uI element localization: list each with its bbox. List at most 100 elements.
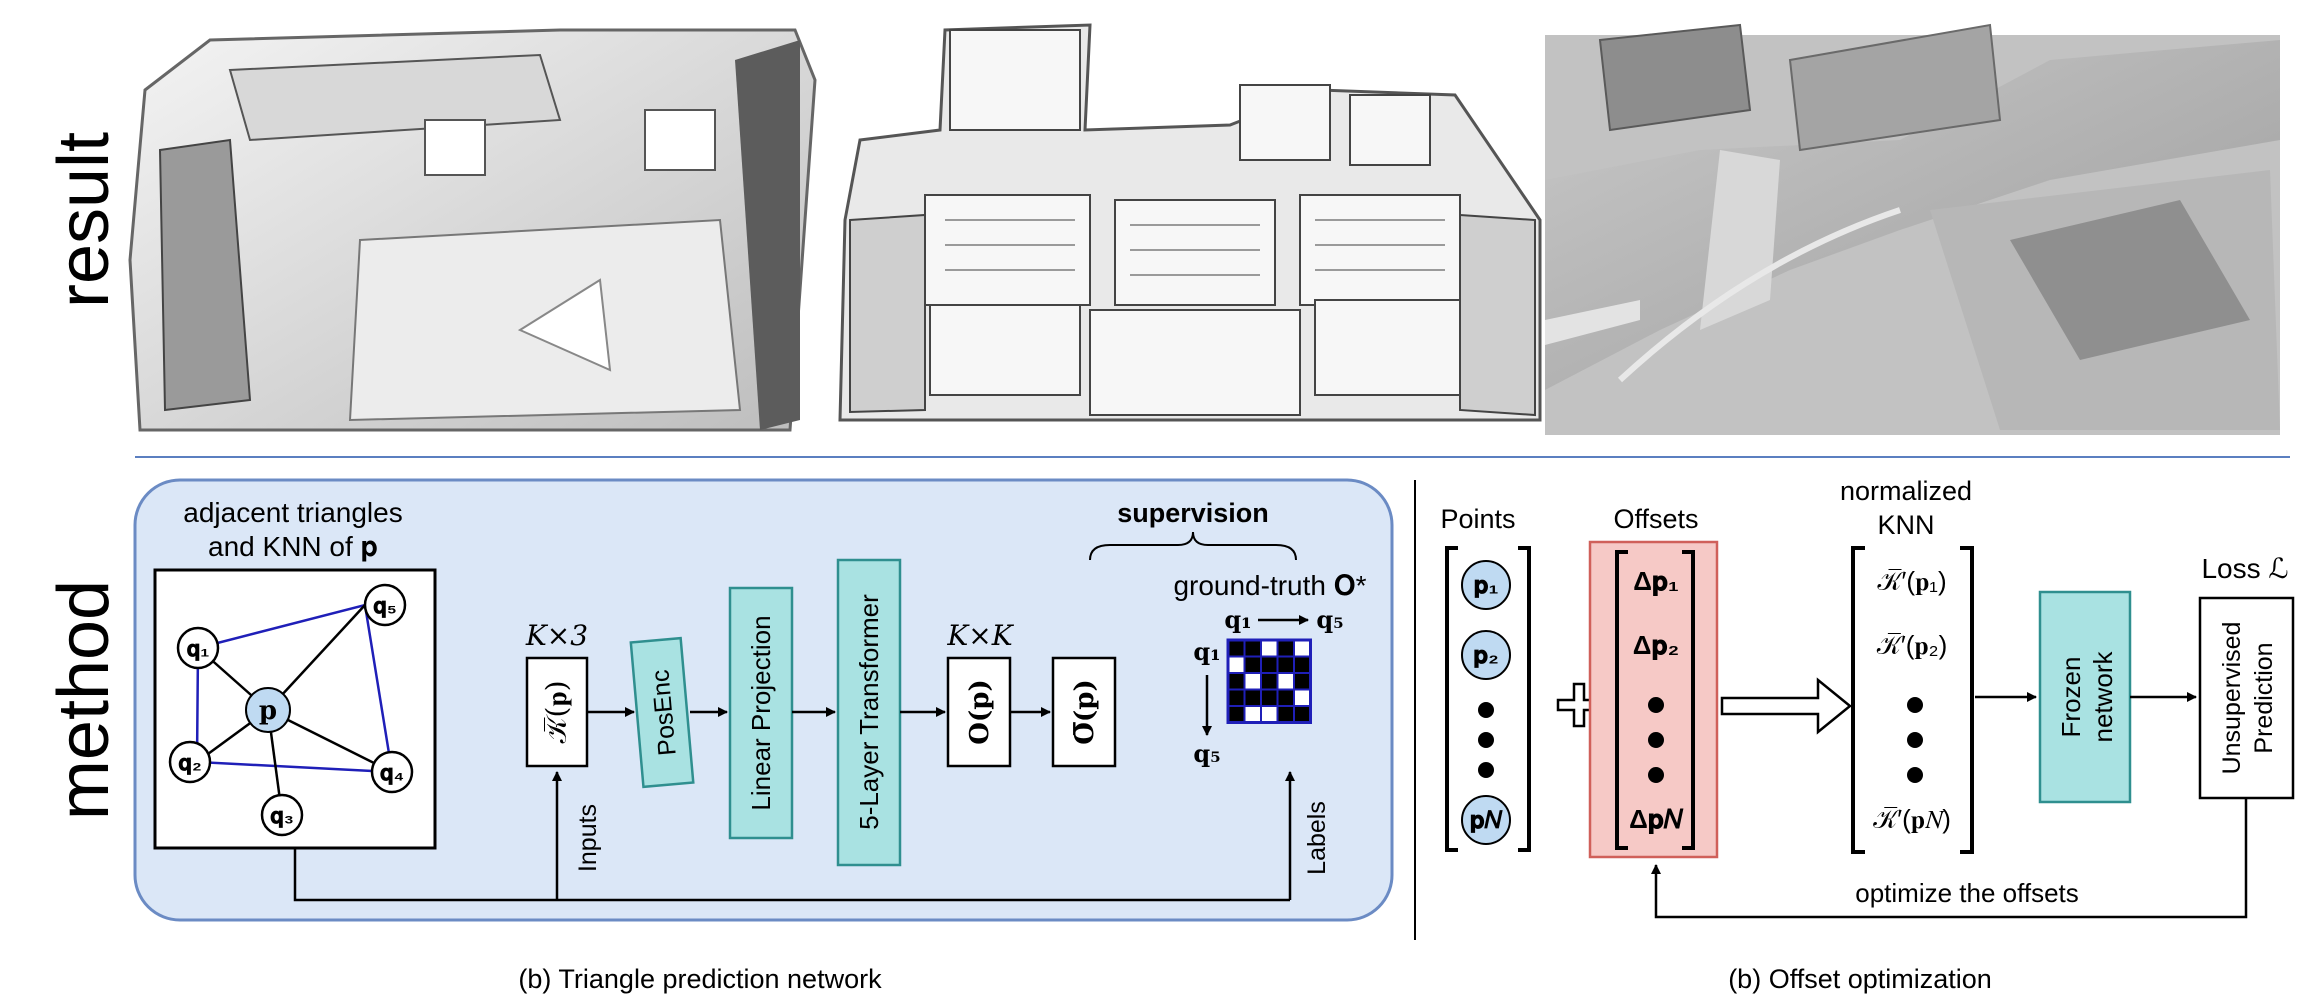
point-pN — [1461, 795, 1511, 845]
offsets-title: Offsets — [1613, 504, 1698, 534]
point-p2-label: 𝐩₂ — [1473, 642, 1499, 669]
matrix-cell — [1227, 705, 1246, 724]
matrix-cell — [1293, 705, 1312, 724]
row-label-method: method — [44, 580, 124, 820]
matrix-cell — [1276, 672, 1295, 691]
matrix-cell — [1243, 705, 1262, 724]
matrix-cell — [1293, 672, 1312, 691]
point-pN-label: 𝐩𝑁 — [1470, 807, 1504, 834]
feedback-label: optimize the offsets — [1855, 878, 2079, 908]
point-p1 — [1461, 560, 1511, 610]
points-bracket-left — [1445, 546, 1458, 852]
result-render-1 — [128, 28, 817, 432]
matrix-cell — [1260, 672, 1279, 691]
node-q4 — [370, 750, 414, 794]
loss-title: Loss ℒ — [2201, 553, 2288, 584]
knn-entry-2: 𝒦̅′(𝐩₂) — [1877, 630, 1948, 660]
row-label-result: result — [44, 132, 124, 308]
matrix-col-start: 𝐪₁ — [1224, 605, 1251, 634]
knn-block-label: 𝒦̅(𝐩) — [540, 680, 573, 743]
points-ellipsis-3 — [1478, 762, 1494, 778]
matrix-frame — [1226, 638, 1312, 724]
frozen-line2: network — [2088, 650, 2118, 742]
node-q1 — [176, 626, 220, 670]
linear-projection-label: Linear Projection — [746, 615, 776, 810]
matrix-cell — [1243, 672, 1262, 691]
prediction-line2: Prediction — [2250, 642, 2278, 753]
matrix-cell — [1293, 639, 1312, 658]
input-dim-label: K×3 — [525, 619, 588, 652]
node-p — [245, 687, 291, 733]
inputs-label: Inputs — [574, 804, 602, 872]
offset-dpN: Δ𝐩𝑁 — [1629, 804, 1684, 834]
graph-title-line1: adjacent triangles — [183, 497, 402, 528]
point-p2 — [1461, 630, 1511, 680]
node-q1-label: 𝐪₁ — [187, 636, 210, 661]
offsets-ellipsis-1 — [1648, 697, 1664, 713]
supervision-brace — [1089, 531, 1297, 561]
points-ellipsis-2 — [1478, 732, 1494, 748]
node-q3-label: 𝐪₃ — [270, 803, 294, 828]
frozen-line1: Frozen — [2056, 657, 2086, 738]
caption-offset: (b) Offset optimization — [1728, 964, 1992, 994]
feedback-route — [1651, 798, 2248, 919]
matrix-cell — [1227, 639, 1246, 658]
result-render-3 — [1545, 23, 2280, 435]
offset-dp2: Δ𝐩₂ — [1633, 630, 1679, 660]
points-bracket-right — [1518, 546, 1531, 852]
caption-triangle: (b) Triangle prediction network — [518, 964, 882, 994]
hollow-arrow-icon — [1720, 677, 1852, 735]
o-block — [946, 656, 1012, 768]
offsets-ellipsis-2 — [1648, 732, 1664, 748]
posenc-block — [629, 636, 695, 789]
inputs-route — [293, 848, 1290, 902]
o-block-label: 𝐎(𝐩) — [965, 679, 995, 744]
offset-dp1: Δ𝐩₁ — [1633, 566, 1679, 596]
node-p-label: 𝐩 — [259, 696, 277, 726]
matrix-cell — [1243, 655, 1262, 674]
point-p1-label: 𝐩₁ — [1474, 572, 1499, 599]
knn-block — [525, 656, 589, 768]
matrix-cell — [1276, 639, 1295, 658]
o-bar-block-label: 𝐎̅(𝐩) — [1070, 679, 1100, 744]
matrix-cell — [1227, 655, 1246, 674]
matrix-cell — [1243, 688, 1262, 707]
triangle-prediction-panel: adjacent triangles and KNN of 𝐩 𝐩 𝐪₁ 𝐪₂ … — [133, 478, 1394, 994]
node-q2-label: 𝐪₂ — [178, 750, 201, 775]
gt-matrix — [1226, 638, 1312, 724]
knn-entry-1: 𝒦̅′(𝐩₁) — [1877, 566, 1946, 596]
node-q4-label: 𝐪₄ — [380, 760, 404, 785]
output-dim-label: K×K — [946, 619, 1014, 652]
linear-projection-block — [728, 586, 794, 840]
result-render-2 — [838, 23, 1542, 422]
node-q2 — [168, 740, 212, 784]
matrix-col-end: 𝐪₅ — [1316, 605, 1343, 634]
node-q3 — [260, 793, 304, 837]
points-ellipsis-1 — [1478, 702, 1494, 718]
node-q5-label: 𝐪₅ — [373, 593, 397, 618]
o-bar-block — [1051, 656, 1117, 768]
knn-title-line2: KNN — [1877, 510, 1934, 540]
matrix-cell — [1227, 672, 1246, 691]
transformer-label: 5-Layer Transformer — [854, 594, 884, 830]
frozen-network-block — [2038, 590, 2132, 804]
knn-bracket-left — [1851, 546, 1865, 854]
prediction-block — [2198, 596, 2295, 800]
knn-ellipsis-2 — [1907, 732, 1923, 748]
matrix-cell — [1276, 705, 1295, 724]
matrix-cell — [1260, 655, 1279, 674]
knn-ellipsis-1 — [1907, 697, 1923, 713]
gt-label: ground-truth 𝐎* — [1173, 570, 1366, 601]
offset-optimization-panel: Points 𝐩₁ 𝐩₂ 𝐩𝑁 Offsets Δ𝐩₁ Δ𝐩₂ Δ𝐩𝑁 norm… — [1440, 476, 2295, 994]
matrix-cell — [1243, 639, 1262, 658]
knn-entry-N: 𝒦̅′(𝐩𝑁) — [1873, 804, 1951, 834]
matrix-cell — [1293, 655, 1312, 674]
labels-label: Labels — [1303, 801, 1331, 875]
offsets-bracket-right — [1682, 550, 1695, 850]
matrix-cell — [1260, 705, 1279, 724]
knn-title-line1: normalized — [1840, 476, 1972, 506]
matrix-row-end: 𝐪₅ — [1193, 739, 1220, 768]
node-q5 — [363, 583, 407, 627]
matrix-cell — [1293, 688, 1312, 707]
points-title: Points — [1440, 504, 1515, 534]
